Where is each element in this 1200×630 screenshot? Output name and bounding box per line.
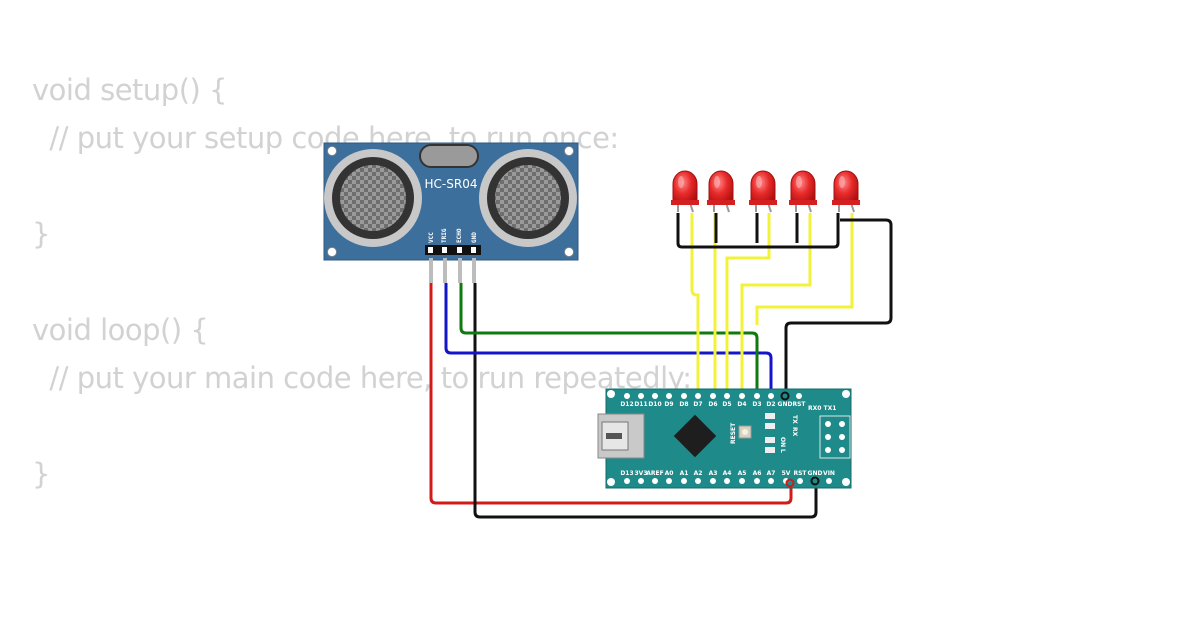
- led-2[interactable]: [707, 170, 735, 213]
- top-pin-label: D3: [752, 401, 761, 408]
- top-pin-label: D4: [737, 401, 746, 408]
- pin-hole[interactable]: [754, 393, 760, 399]
- gnd-pin-endpoint[interactable]: [780, 391, 790, 401]
- code-line: }: [32, 217, 50, 251]
- led-label-tx: TX: [791, 415, 798, 424]
- sensor-pin-label: GND: [471, 232, 478, 243]
- bottom-pin-label: 5V: [782, 470, 791, 477]
- pin-hole[interactable]: [768, 478, 774, 484]
- sensor-pin-labels: VCC TRIG ECHO GND: [428, 228, 478, 243]
- board-status-leds: TX RX ON L: [765, 413, 798, 453]
- bottom-pin-label: AREF: [646, 470, 663, 477]
- sensor-pin-label: TRIG: [441, 228, 448, 243]
- pin-hole[interactable]: [710, 478, 716, 484]
- reset-label: RESET: [730, 422, 737, 444]
- pin-hole[interactable]: [681, 478, 687, 484]
- pin-hole[interactable]: [739, 478, 745, 484]
- pin-hole[interactable]: [638, 393, 644, 399]
- top-pin-label: D5: [722, 401, 731, 408]
- led-1[interactable]: [671, 170, 699, 213]
- top-pin-label: D2: [766, 401, 775, 408]
- pin-hole[interactable]: [624, 478, 630, 484]
- wire-led-yellow[interactable]: [690, 213, 854, 394]
- pin-hole[interactable]: [710, 393, 716, 399]
- bottom-pin-label: A5: [738, 470, 747, 477]
- pin-hole[interactable]: [652, 478, 658, 484]
- led-4[interactable]: [789, 170, 817, 213]
- led-array: [671, 170, 860, 213]
- bottom-pin-label: RST: [793, 470, 807, 477]
- code-editor-background: void setup() { // put your setup code he…: [32, 66, 692, 498]
- wire-led-ground-black[interactable]: [676, 213, 893, 394]
- transducer-right: [479, 149, 577, 247]
- wire-echo-green[interactable]: [459, 283, 759, 394]
- pin-hole[interactable]: [724, 393, 730, 399]
- sensor-pin-label: VCC: [428, 232, 435, 243]
- code-line: void setup() {: [32, 73, 227, 107]
- sensor-pin-label: ECHO: [456, 228, 463, 243]
- bottom-pin-label: A3: [709, 470, 718, 477]
- top-pin-label: D11: [634, 401, 647, 408]
- pin-hole[interactable]: [695, 478, 701, 484]
- usb-port: [597, 413, 645, 459]
- gnd-bottom-pin-endpoint[interactable]: [810, 476, 820, 486]
- bottom-pin-label: A2: [694, 470, 703, 477]
- pin-hole[interactable]: [695, 393, 701, 399]
- bottom-pin-label: VIN: [823, 470, 835, 477]
- pin-hole[interactable]: [724, 478, 730, 484]
- top-pin-label: D12: [620, 401, 633, 408]
- pin-hole[interactable]: [797, 478, 803, 484]
- bottom-pin-label: A6: [753, 470, 762, 477]
- ultrasonic-sensor[interactable]: HC-SR04 VCC TRIG ECHO GND: [323, 142, 579, 283]
- bottom-pin-label: 3V3: [635, 470, 648, 477]
- pin-hole[interactable]: [681, 393, 687, 399]
- led-3[interactable]: [749, 170, 777, 213]
- sensor-model-label: HC-SR04: [425, 177, 478, 191]
- pin-hole[interactable]: [638, 478, 644, 484]
- top-pin-label: D8: [679, 401, 688, 408]
- top-pin-label: D9: [664, 401, 673, 408]
- pin-hole[interactable]: [796, 393, 802, 399]
- wire-trig-blue[interactable]: [444, 283, 773, 394]
- pin-hole[interactable]: [826, 478, 832, 484]
- pin-hole[interactable]: [739, 393, 745, 399]
- code-line: }: [32, 457, 50, 491]
- bottom-pin-label: A0: [665, 470, 674, 477]
- top-pin-label: RST: [792, 401, 806, 408]
- bottom-pin-label: A4: [723, 470, 732, 477]
- bottom-pin-label: A1: [680, 470, 689, 477]
- code-line: // put your setup code here, to run once…: [32, 121, 619, 155]
- pin-hole[interactable]: [666, 478, 672, 484]
- wire-gnd-black[interactable]: [473, 283, 818, 519]
- 5v-pin-endpoint[interactable]: [785, 478, 795, 488]
- pin-hole[interactable]: [624, 393, 630, 399]
- pin-hole[interactable]: [652, 393, 658, 399]
- icsp-header: [819, 415, 851, 459]
- wire-vcc-red[interactable]: [429, 283, 793, 505]
- bottom-pin-label: A7: [767, 470, 776, 477]
- bottom-pin-label: D13: [620, 470, 633, 477]
- top-pin-label: D7: [693, 401, 702, 408]
- led-label-on: ON: [779, 437, 786, 447]
- pin-hole[interactable]: [754, 478, 760, 484]
- bottom-pin-label: GND: [808, 470, 823, 477]
- code-line: void loop() {: [32, 313, 209, 347]
- led-5[interactable]: [832, 170, 860, 213]
- top-pin-label: D6: [708, 401, 717, 408]
- led-label-rx: RX: [791, 427, 798, 437]
- pin-hole[interactable]: [768, 393, 774, 399]
- top-pin-label: GND: [778, 401, 793, 408]
- pin-hole[interactable]: [666, 393, 672, 399]
- serial-pin-label: RX0 TX1: [808, 405, 836, 412]
- led-label-l: L: [779, 449, 786, 453]
- transducer-left: [324, 149, 422, 247]
- top-pin-label: D10: [648, 401, 661, 408]
